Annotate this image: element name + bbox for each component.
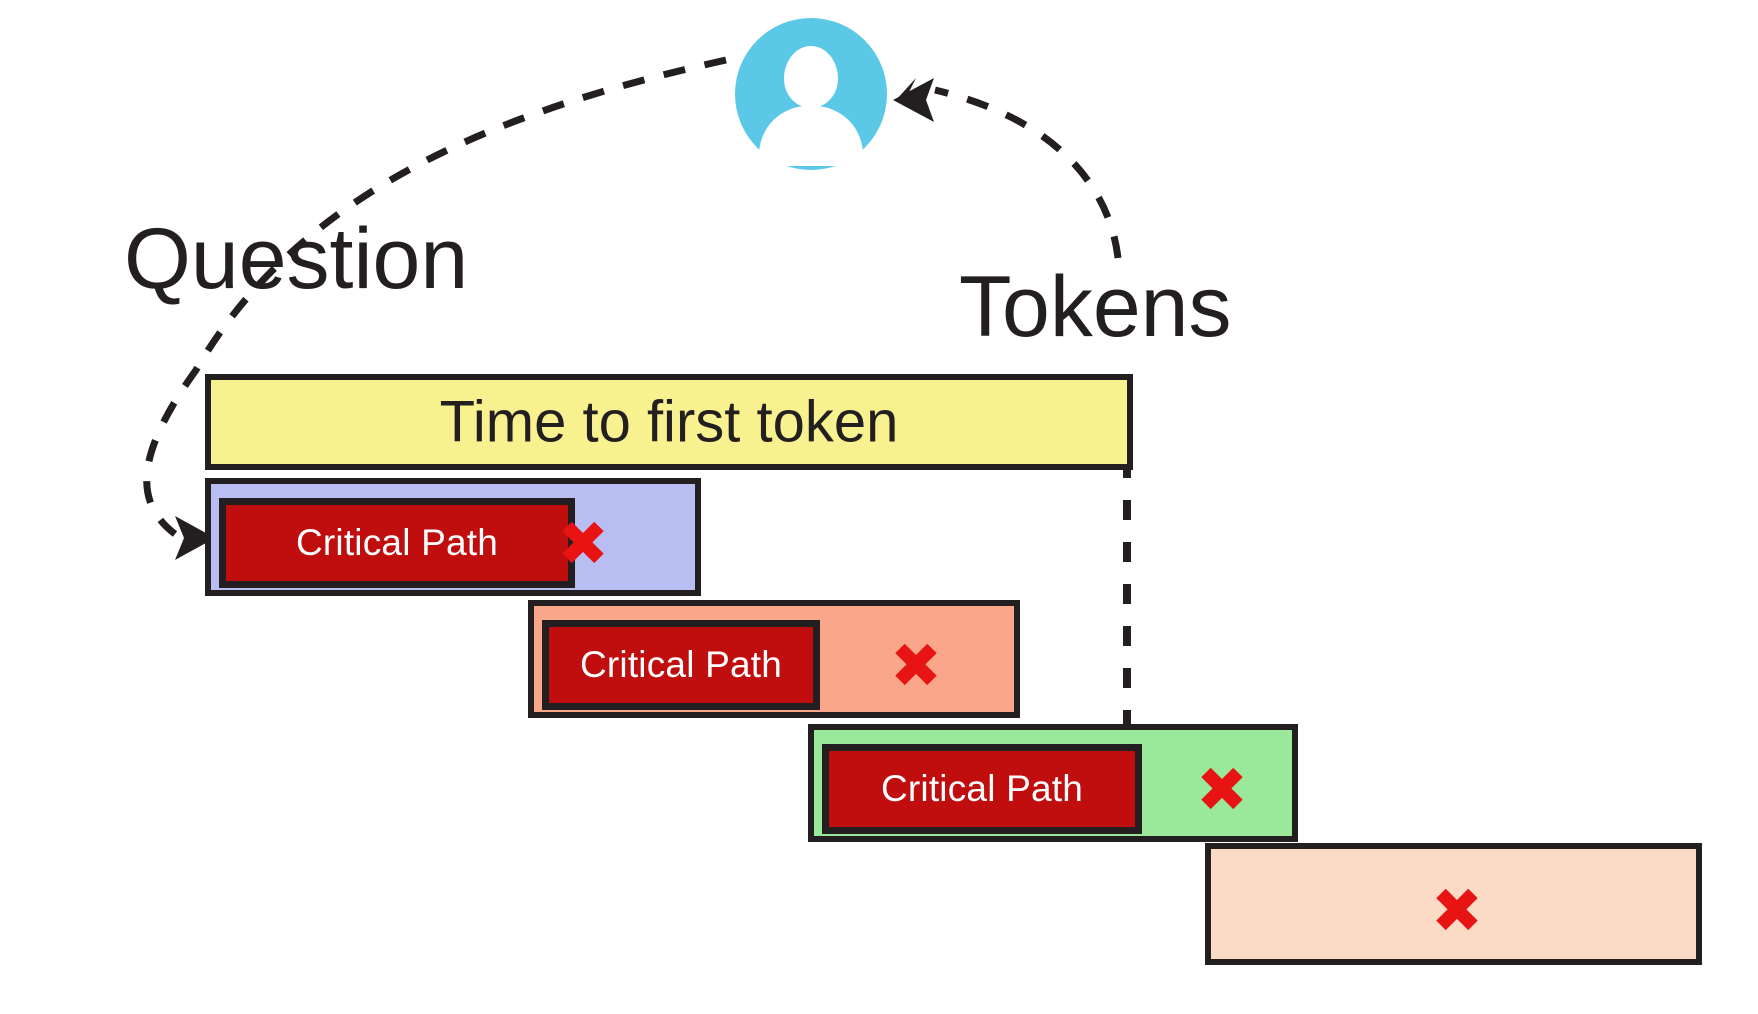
label-tokens: Tokens — [959, 259, 1232, 355]
tokens-arrow-head-2 — [893, 78, 934, 122]
critical-path-box-row2: Critical Path — [542, 620, 820, 710]
critical-path-box-row3: Critical Path — [822, 744, 1142, 834]
tokens-arrow-head — [896, 78, 916, 102]
stage-bar-row4: ✖ — [1205, 843, 1702, 965]
avatar-head — [784, 46, 838, 108]
critical-path-label-row3: Critical Path — [880, 768, 1084, 809]
time-to-first-token-bar: Time to first token — [205, 374, 1133, 470]
stage-bar-row2: Critical Path ✖ — [528, 600, 1020, 718]
tokens-dashed-arc — [934, 86, 1122, 259]
x-mark-icon-row2: ✖ — [890, 629, 942, 702]
x-mark-icon-row4: ✖ — [1431, 874, 1483, 947]
label-question: Question — [124, 211, 469, 307]
avatar-body — [759, 106, 863, 166]
critical-path-label-row2: Critical Path — [579, 644, 783, 685]
critical-path-label-row1: Critical Path — [295, 522, 499, 563]
x-mark-icon-row1: ✖ — [557, 507, 609, 580]
stage-bar-row1: Critical Path ✖ — [205, 478, 701, 596]
x-mark-icon-row3: ✖ — [1196, 753, 1248, 826]
critical-path-box-row1: Critical Path — [219, 498, 575, 588]
time-to-first-token-label: Time to first token — [439, 389, 899, 455]
user-avatar-icon — [735, 18, 887, 170]
stage-bar-row3: Critical Path ✖ — [808, 724, 1298, 842]
